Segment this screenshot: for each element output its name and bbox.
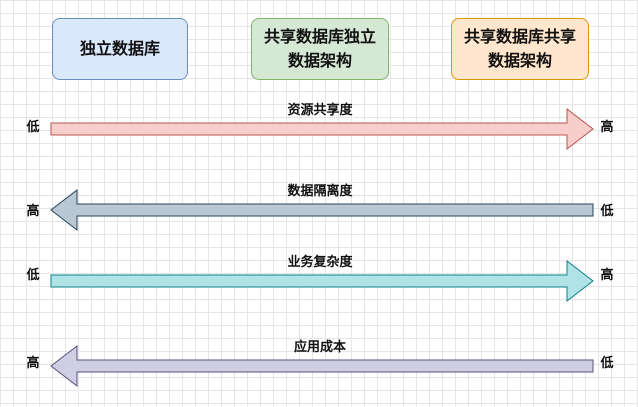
right-end-label: 低 (600, 356, 614, 371)
application-cost-arrow (50, 345, 594, 387)
arrow-shape (50, 108, 594, 150)
business-complexity-arrow (50, 260, 594, 302)
arrow-label-resource-sharing: 资源共享度 (287, 103, 353, 118)
left-end-label: 高 (26, 356, 40, 371)
resource-sharing-arrow (50, 108, 594, 150)
arrow-shape (50, 345, 594, 387)
arrow-shape (50, 189, 594, 231)
box-line: 共享数据库独立 (263, 27, 376, 46)
box-independent-database: 独立数据库 (52, 18, 188, 80)
data-isolation-arrow (50, 189, 594, 231)
arrow-label-data-isolation: 数据隔离度 (287, 184, 353, 199)
box-line: 数据架构 (487, 51, 552, 70)
right-end-label: 高 (600, 120, 614, 135)
right-end-label: 高 (600, 268, 614, 283)
box-line: 数据架构 (287, 51, 352, 70)
right-end-label: 低 (600, 204, 614, 219)
box-line: 共享数据库共享 (463, 27, 576, 46)
left-end-label: 高 (26, 204, 40, 219)
left-end-label: 低 (26, 120, 40, 135)
left-end-label: 低 (26, 268, 40, 283)
arrow-shape (50, 260, 594, 302)
box-line: 独立数据库 (79, 39, 160, 58)
arrow-label-business-complexity: 业务复杂度 (287, 255, 353, 270)
box-shared-db-independent-schema: 共享数据库独立 数据架构 (251, 18, 389, 80)
box-shared-db-shared-schema: 共享数据库共享 数据架构 (451, 18, 589, 80)
arrow-label-application-cost: 应用成本 (293, 340, 346, 355)
